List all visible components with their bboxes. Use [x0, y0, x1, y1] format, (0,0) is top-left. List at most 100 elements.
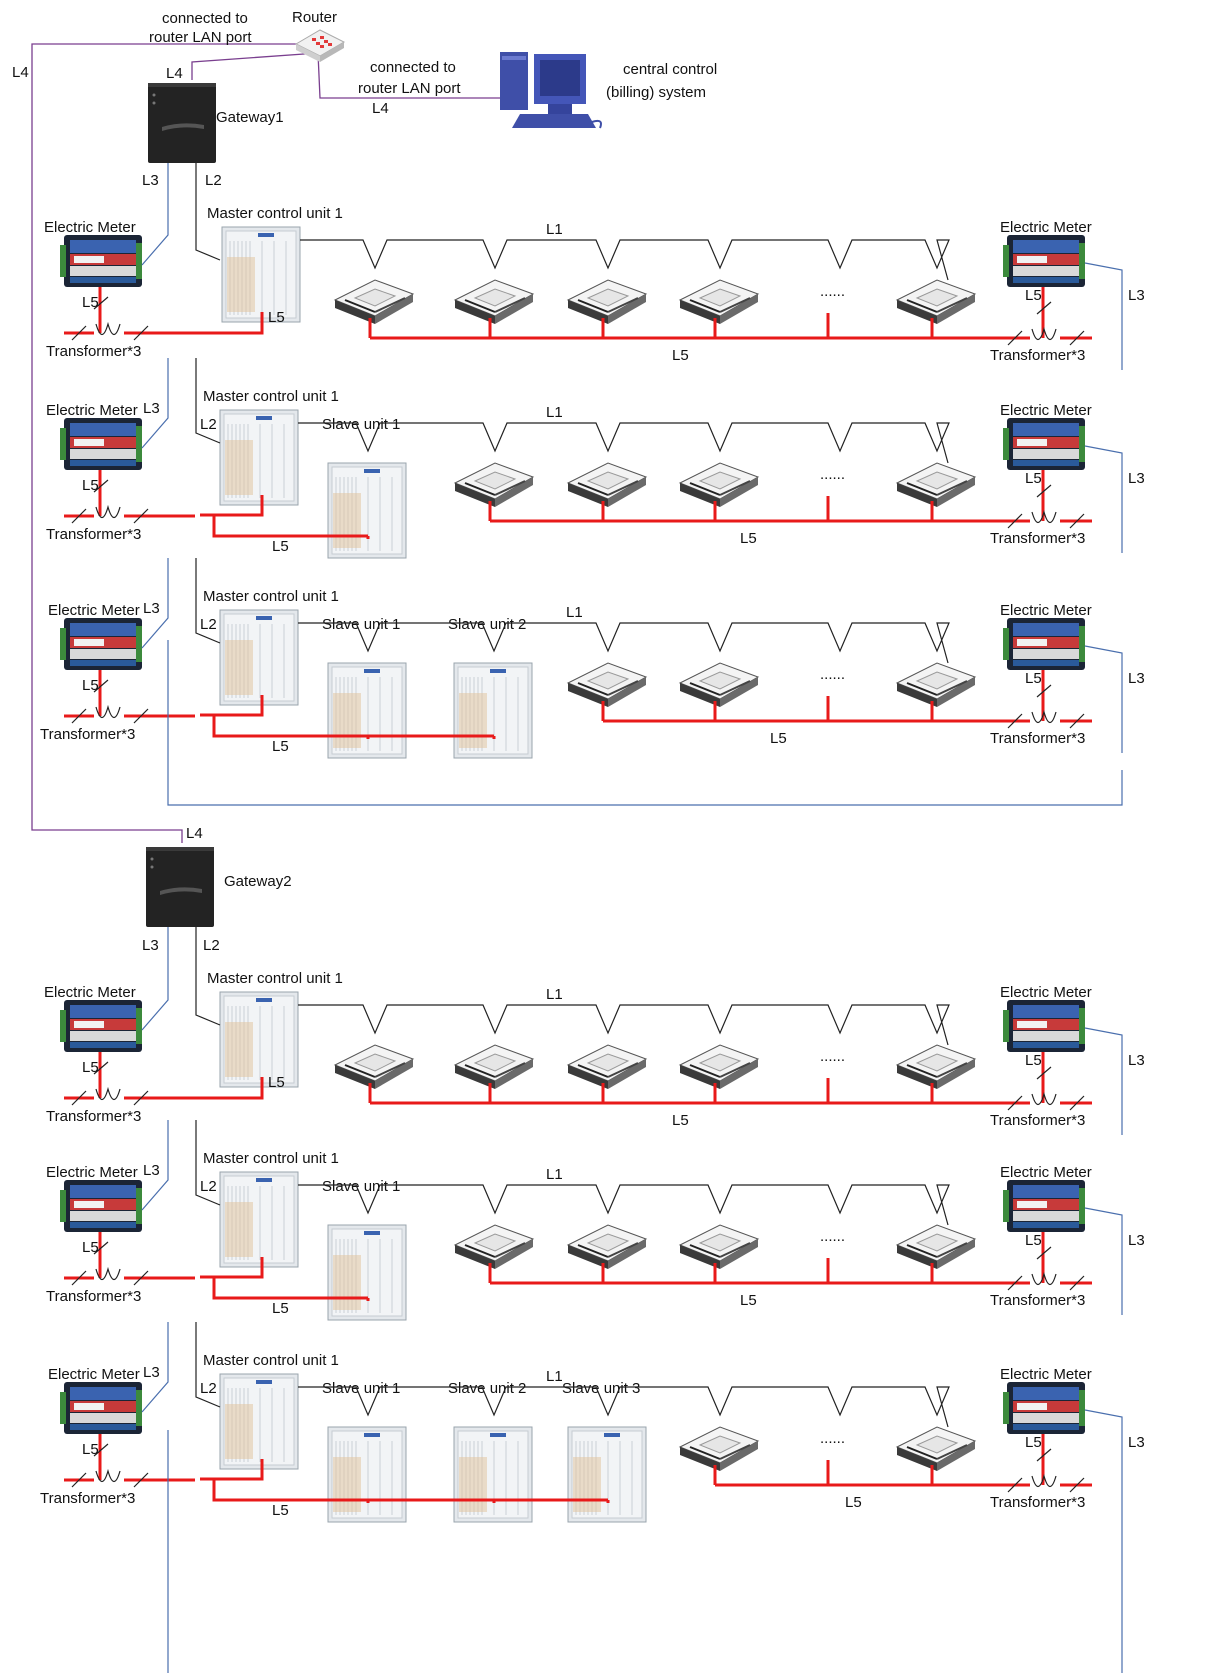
sec3-l1-label: L1 — [566, 604, 583, 621]
sec3-slave2-unit — [454, 663, 532, 758]
gateway2-label: Gateway2 — [224, 873, 292, 890]
sec5-meter-left-label: Electric Meter — [46, 1164, 138, 1181]
sec5-l5-indoor-label: L5 — [740, 1292, 757, 1309]
computer-icon — [500, 52, 601, 128]
sec5-indoor-unit-2 — [568, 1225, 646, 1269]
sec2-slave1-label: Slave unit 1 — [322, 416, 400, 433]
sec2-meter-right-icon — [1003, 418, 1085, 470]
sec4-meter-right-l5: L5 — [1025, 1052, 1042, 1069]
sec3-l2-label: L2 — [200, 616, 217, 633]
sec2-master-unit — [220, 410, 298, 505]
sec2-l3-right — [1085, 446, 1122, 553]
sec3-meter-right-icon — [1003, 618, 1085, 670]
sec2-l3-left-label: L3 — [143, 400, 160, 417]
sec2-l3-right-label: L3 — [1128, 470, 1145, 487]
sec6-slave3-label: Slave unit 3 — [562, 1380, 640, 1397]
sec2-ellipsis: ...... — [820, 466, 845, 483]
sec6-meter-right-l5: L5 — [1025, 1434, 1042, 1451]
sec5-l3-right-label: L3 — [1128, 1232, 1145, 1249]
sec4-l3-right — [1085, 1028, 1122, 1135]
sec2-slave1-unit — [328, 463, 406, 558]
sec4-l3-right-label: L3 — [1128, 1052, 1145, 1069]
l4-label-pc: L4 — [372, 100, 389, 117]
sec3-meter-right-l5: L5 — [1025, 670, 1042, 687]
diagram-static-layer: Master control unit 1L1......L5L5Electri… — [32, 30, 1145, 1673]
sec3-indoor-unit-1 — [568, 663, 646, 707]
sec1-l1-label: L1 — [546, 221, 563, 238]
sec3-meter-right-label: Electric Meter — [1000, 602, 1092, 619]
sec5-slave1-label: Slave unit 1 — [322, 1178, 400, 1195]
sec6-slave3-unit — [568, 1427, 646, 1522]
sec6-meter-left-icon — [60, 1382, 142, 1434]
sec6-meter-left-l5: L5 — [82, 1441, 99, 1458]
sec6-l3-right — [1085, 1410, 1122, 1517]
l4-label-left: L4 — [12, 64, 29, 81]
sec6-slave1-label: Slave unit 1 — [322, 1380, 400, 1397]
sec3-l5-outdoor-label: L5 — [272, 738, 289, 755]
sec2-indoor-unit-3 — [680, 463, 758, 507]
sec5-ellipsis: ...... — [820, 1228, 845, 1245]
sec1-meter-right-icon — [1003, 235, 1085, 287]
sec3-l3-right-label: L3 — [1128, 670, 1145, 687]
sec5-master-unit — [220, 1172, 298, 1267]
l4-label-gw2: L4 — [186, 825, 203, 842]
sec5-indoor-unit-4 — [897, 1225, 975, 1269]
sec5-transformer-right-label: Transformer*3 — [990, 1292, 1085, 1309]
sec3-slave1-unit — [328, 663, 406, 758]
sec6-slave1-unit — [328, 1427, 406, 1522]
sec6-ellipsis: ...... — [820, 1430, 845, 1447]
sec6-l3-right-label: L3 — [1128, 1434, 1145, 1451]
sec1-master-label: Master control unit 1 — [207, 205, 343, 222]
sec2-meter-left-l5: L5 — [82, 477, 99, 494]
sec3-slave2-label: Slave unit 2 — [448, 616, 526, 633]
sec3-indoor-unit-2 — [680, 663, 758, 707]
sec6-meter-left-label: Electric Meter — [48, 1366, 140, 1383]
sec3-transformer-right-label: Transformer*3 — [990, 730, 1085, 747]
sec2-indoor-unit-2 — [568, 463, 646, 507]
sec4-indoor-unit-4 — [680, 1045, 758, 1089]
sec5-indoor-unit-1 — [455, 1225, 533, 1269]
sec3-meter-left-l5: L5 — [82, 677, 99, 694]
sec2-indoor-unit-4 — [897, 463, 975, 507]
sec4-master-label: Master control unit 1 — [207, 970, 343, 987]
sec1-indoor-unit-4 — [680, 280, 758, 324]
sec4-indoor-unit-3 — [568, 1045, 646, 1089]
sec4-l5-master-label: L5 — [268, 1074, 285, 1091]
sec5-l3-left-label: L3 — [143, 1162, 160, 1179]
connected-router-label-1: connected to — [162, 10, 248, 27]
sec4-meter-left-icon — [60, 1000, 142, 1052]
sec1-meter-right-label: Electric Meter — [1000, 219, 1092, 236]
sec5-l2-label: L2 — [200, 1178, 217, 1195]
sec4-l1-bus — [298, 1005, 949, 1045]
sec1-master-unit — [222, 227, 300, 322]
sec4-transformer-right-label: Transformer*3 — [990, 1112, 1085, 1129]
sec4-l5-indoor-label: L5 — [672, 1112, 689, 1129]
sec4-indoor-unit-1 — [335, 1045, 413, 1089]
sec2-l2-label: L2 — [200, 416, 217, 433]
sec3-l3-right — [1085, 646, 1122, 753]
sec1-l3-right-label: L3 — [1128, 287, 1145, 304]
central-control-label-2: (billing) system — [606, 84, 706, 101]
sec5-slave1-unit — [328, 1225, 406, 1320]
sec5-meter-right-icon — [1003, 1180, 1085, 1232]
sec4-ellipsis: ...... — [820, 1048, 845, 1065]
sec4-meter-right-label: Electric Meter — [1000, 984, 1092, 1001]
sec3-indoor-unit-3 — [897, 663, 975, 707]
sec2-meter-left-icon — [60, 418, 142, 470]
sec3-master-label: Master control unit 1 — [203, 588, 339, 605]
sec4-meter-right-icon — [1003, 1000, 1085, 1052]
sec3-l5-indoor-label: L5 — [770, 730, 787, 747]
sec6-transformer-left-label: Transformer*3 — [40, 1490, 135, 1507]
sec5-indoor-unit-3 — [680, 1225, 758, 1269]
sec5-l5-outdoor-label: L5 — [272, 1300, 289, 1317]
gw1-l3-label: L3 — [142, 172, 159, 189]
sec4-l1-label: L1 — [546, 986, 563, 1003]
sec2-meter-right-label: Electric Meter — [1000, 402, 1092, 419]
sec1-l1-bus — [300, 240, 949, 280]
sec6-transformer-right-label: Transformer*3 — [990, 1494, 1085, 1511]
sec4-indoor-unit-5 — [897, 1045, 975, 1089]
gateway2-icon — [146, 847, 214, 927]
gateway1-label: Gateway1 — [216, 109, 284, 126]
sec1-transformer-left-label: Transformer*3 — [46, 343, 141, 360]
